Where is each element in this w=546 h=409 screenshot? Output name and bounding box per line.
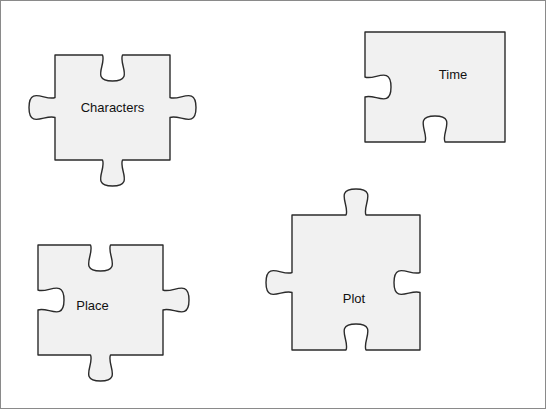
piece-label: Characters [81,100,145,116]
piece-shape [266,189,420,350]
piece-label: Time [439,67,467,83]
piece-body: Characters [55,55,170,160]
piece-body: Plot [292,215,420,350]
puzzle-piece: Plot [262,185,450,380]
puzzle-piece: Place [8,215,193,385]
piece-shape [38,245,189,381]
piece-shape [29,55,196,186]
piece-outline [335,2,535,172]
piece-outline [262,185,450,380]
puzzle-piece: Characters [25,25,200,190]
piece-shape [365,32,505,142]
puzzle-piece: Time [335,2,535,172]
piece-body: Time [365,32,505,142]
piece-label: Plot [343,291,365,307]
piece-label: Place [76,298,109,314]
piece-body: Place [38,245,163,355]
